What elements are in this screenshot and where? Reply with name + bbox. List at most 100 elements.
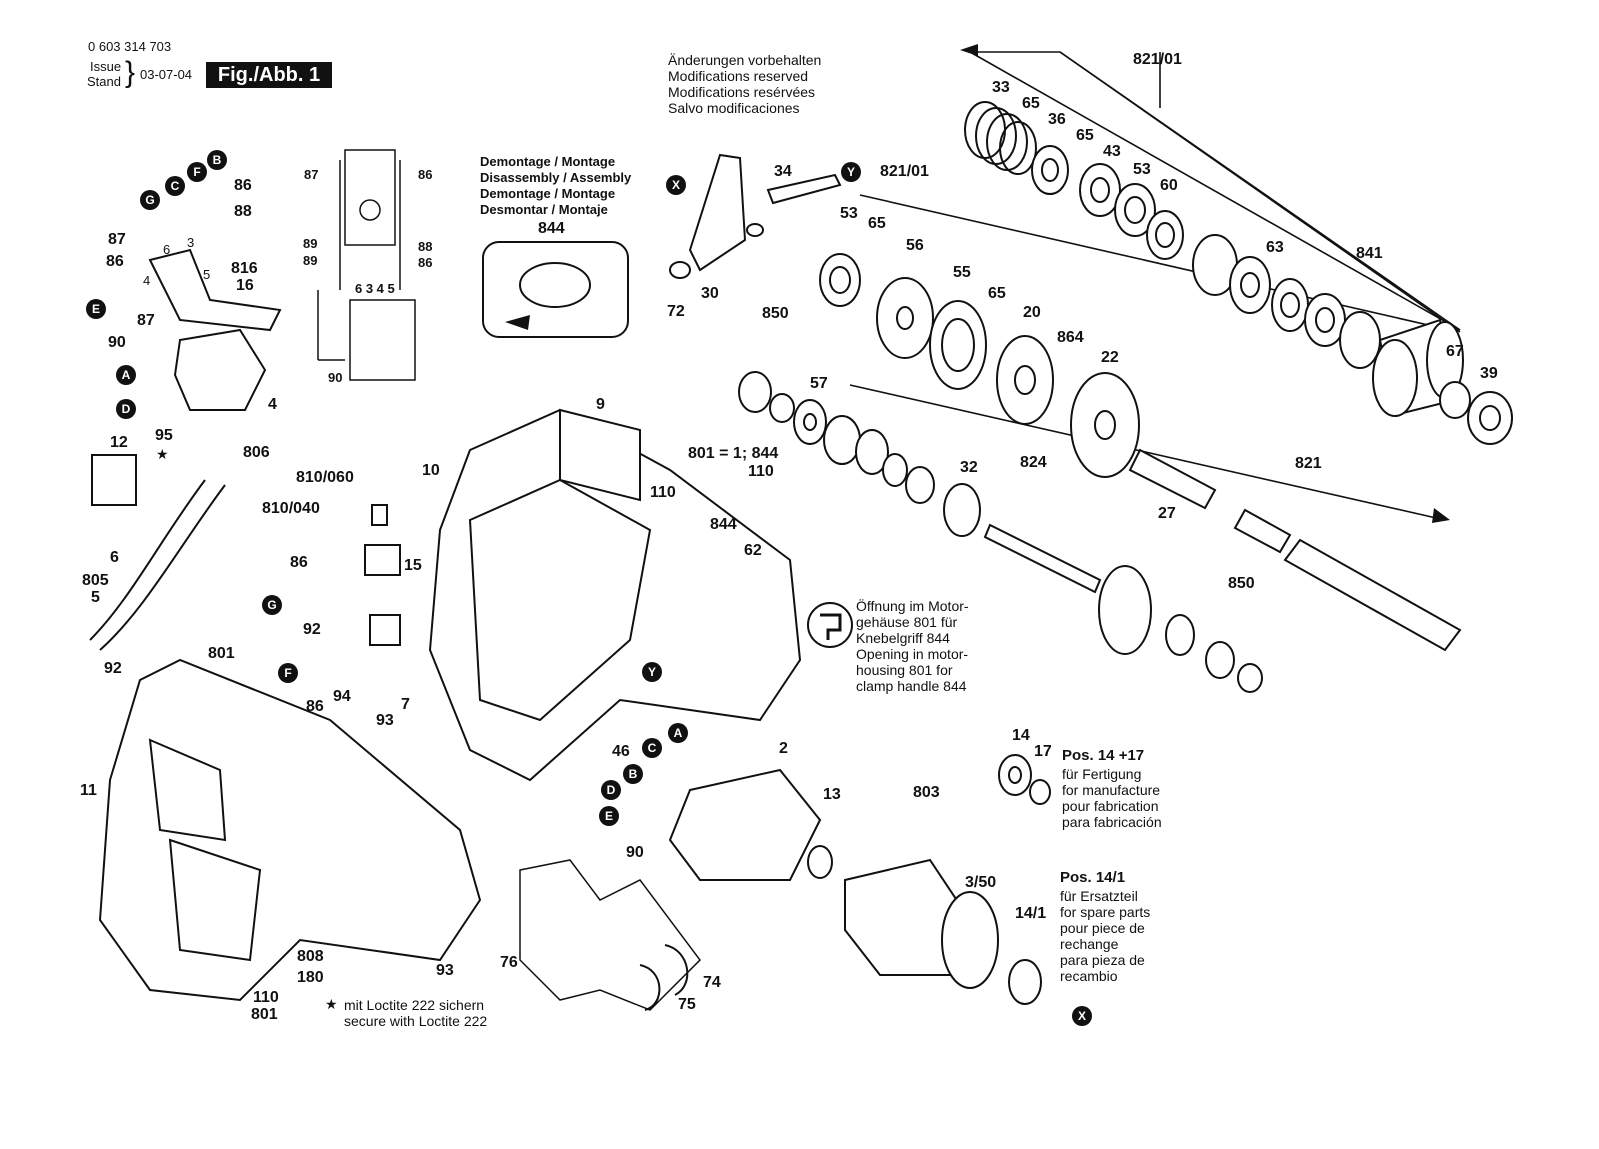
label-86: 86	[290, 554, 308, 571]
label-850: 850	[762, 305, 789, 322]
label-801: 801	[251, 1006, 278, 1023]
disassembly-line-3: Demontage / Montage	[480, 186, 616, 201]
motor-housing	[428, 408, 802, 782]
label-12: 12	[110, 434, 128, 451]
label-17: 17	[1034, 743, 1052, 760]
label-3-50: 3/50	[965, 874, 997, 891]
label-33: 33	[992, 79, 1010, 96]
stand-label: Stand	[87, 74, 121, 89]
disassembly-line-4: Desmontar / Montaje	[480, 202, 608, 217]
marker-a: A	[122, 368, 131, 382]
marker-b: B	[629, 767, 638, 781]
pos-14-1-line-6: recambio	[1060, 968, 1118, 984]
label-57: 57	[810, 375, 828, 392]
label-4: 4	[268, 396, 277, 413]
modifications-line-2: Modifications reserved	[668, 68, 809, 84]
pos-14-1-line-1: für Ersatzteil	[1060, 888, 1138, 904]
arrow-right-icon	[505, 315, 530, 330]
label-53: 53	[840, 205, 858, 222]
label-805: 805	[82, 572, 109, 589]
knob-844	[519, 262, 591, 308]
pos-14-1-title: Pos. 14/1	[1060, 869, 1126, 886]
label-34: 34	[774, 163, 792, 180]
handle-x	[669, 153, 764, 279]
marker-g: G	[145, 193, 154, 207]
markers	[86, 150, 1092, 1026]
marker-d: D	[607, 783, 616, 797]
gasket-76	[519, 859, 701, 1011]
marker-y: Y	[847, 165, 855, 179]
label-180: 180	[297, 969, 324, 986]
switch-4	[148, 248, 282, 411]
middle-rings	[819, 253, 1140, 478]
modifications-line-1: Änderungen vorbehalten	[668, 52, 822, 68]
switch-pin-5: 5	[203, 267, 211, 282]
label-94: 94	[333, 688, 351, 705]
label-841: 841	[1356, 245, 1383, 262]
label-110: 110	[650, 484, 676, 501]
label-88: 88	[234, 203, 252, 220]
label-36: 36	[1048, 111, 1066, 128]
label-7: 7	[401, 696, 410, 713]
wire-label-89: 89	[303, 253, 318, 268]
label-821-01: 821/01	[1133, 51, 1182, 68]
label-14-1: 14/1	[1015, 905, 1047, 922]
label-816: 816	[231, 260, 258, 277]
marker-f: F	[284, 666, 291, 680]
label-93: 93	[376, 712, 394, 729]
brace: }	[125, 56, 136, 89]
label-5: 5	[91, 589, 100, 606]
shafts	[766, 173, 1462, 652]
label-56: 56	[906, 237, 924, 254]
label-30: 30	[701, 285, 719, 302]
terminal-labels: 6 3 4 5	[355, 281, 395, 296]
label-43: 43	[1103, 143, 1121, 160]
marker-d: D	[122, 402, 131, 416]
label-824: 824	[1020, 454, 1047, 471]
label-92: 92	[104, 660, 122, 677]
pos-14-17-line-3: pour fabrication	[1062, 798, 1159, 814]
spring-33	[964, 101, 1037, 175]
label-87: 87	[108, 231, 126, 248]
disassembly-part: 844	[538, 220, 565, 237]
label-110: 110	[748, 463, 774, 480]
label-39: 39	[1480, 365, 1498, 382]
label-92: 92	[303, 621, 321, 638]
switch-pin-3: 3	[187, 235, 195, 250]
label-95: 95	[155, 427, 173, 444]
label-93: 93	[436, 962, 454, 979]
label-20: 20	[1023, 304, 1041, 321]
top-rings	[1031, 145, 1381, 369]
opening-note-3: Knebelgriff 844	[856, 630, 950, 646]
marker-f: F	[193, 165, 200, 179]
figure-title: Fig./Abb. 1	[206, 62, 332, 88]
label-821: 821	[1295, 455, 1322, 472]
marker-b: B	[213, 153, 222, 167]
marker-y: Y	[648, 665, 656, 679]
arrow-right-icon	[1432, 508, 1450, 523]
label-850: 850	[1228, 575, 1255, 592]
marker-a: A	[674, 726, 683, 740]
modifications-line-4: Salvo modificaciones	[668, 100, 800, 116]
leader-line	[969, 51, 1461, 331]
label-75: 75	[678, 996, 696, 1013]
loctite-line-1: mit Loctite 222 sichern	[344, 997, 485, 1013]
label-844: 844	[710, 516, 737, 533]
cap-12	[91, 454, 137, 506]
label-864: 864	[1057, 329, 1084, 346]
pos-14-1-line-2: for spare parts	[1060, 904, 1151, 920]
label-60: 60	[1160, 177, 1178, 194]
switch-pin-6: 6	[163, 242, 171, 257]
wire-label-90: 90	[328, 370, 343, 385]
label-27: 27	[1158, 505, 1176, 522]
label-74: 74	[703, 974, 721, 991]
label-22: 22	[1101, 349, 1119, 366]
label-2: 2	[779, 740, 788, 757]
opening-note-6: clamp handle 844	[856, 678, 967, 694]
cord-6	[89, 479, 226, 651]
opening-note-5: housing 801 for	[856, 662, 953, 678]
label-55: 55	[953, 264, 971, 281]
modifications-line-3: Modifications resérvées	[668, 84, 816, 100]
